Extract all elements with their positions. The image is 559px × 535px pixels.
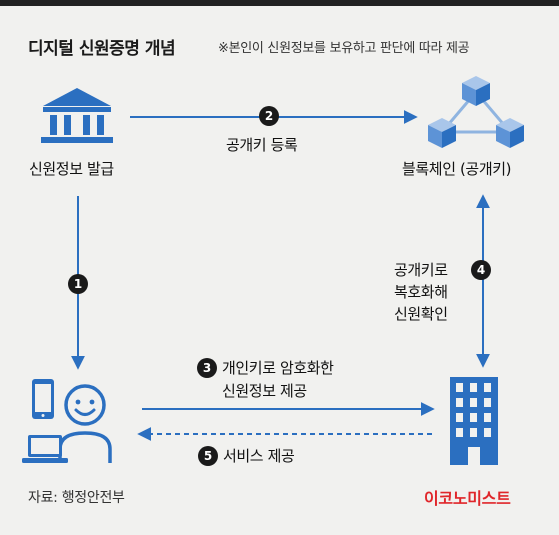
step-3-line-2: 신원정보 제공 — [222, 382, 307, 400]
step-4-line-1: 공개키로 — [394, 261, 448, 279]
top-bar — [0, 0, 559, 6]
bank-icon — [41, 88, 113, 143]
step-4-badge: 4 — [471, 260, 491, 280]
diagram-title: 디지털 신원증명 개념 — [28, 39, 176, 59]
blockchain-label: 블록체인 (공개키) — [402, 160, 512, 178]
blockchain-cubes-icon — [428, 76, 524, 148]
issuer-label: 신원정보 발급 — [29, 160, 114, 178]
step-4-line-2: 복호화해 — [394, 283, 448, 301]
step-2-label: 공개키 등록 — [226, 136, 298, 154]
user-devices-group — [22, 379, 112, 463]
user-avatar-icon — [58, 384, 112, 463]
brand-logo: 이코노미스트 — [424, 489, 511, 508]
diagram-note: ※본인이 신원정보를 보유하고 판단에 따라 제공 — [218, 41, 470, 56]
laptop-icon — [22, 435, 68, 463]
step-1-badge: 1 — [68, 274, 88, 294]
step-3-line-1: 개인키로 암호화한 — [222, 359, 334, 377]
step-5-badge: 5 — [198, 446, 218, 466]
smartphone-icon — [32, 379, 54, 419]
step-2-badge: 2 — [259, 106, 279, 126]
office-building-icon — [450, 377, 498, 465]
step-4-text: 공개키로 복호화해 신원확인 — [394, 259, 448, 325]
source-credit: 자료: 행정안전부 — [28, 490, 125, 506]
step-3-badge: 3 — [197, 358, 217, 378]
step-5-label: 서비스 제공 — [223, 447, 295, 465]
step-4-line-3: 신원확인 — [394, 305, 448, 323]
